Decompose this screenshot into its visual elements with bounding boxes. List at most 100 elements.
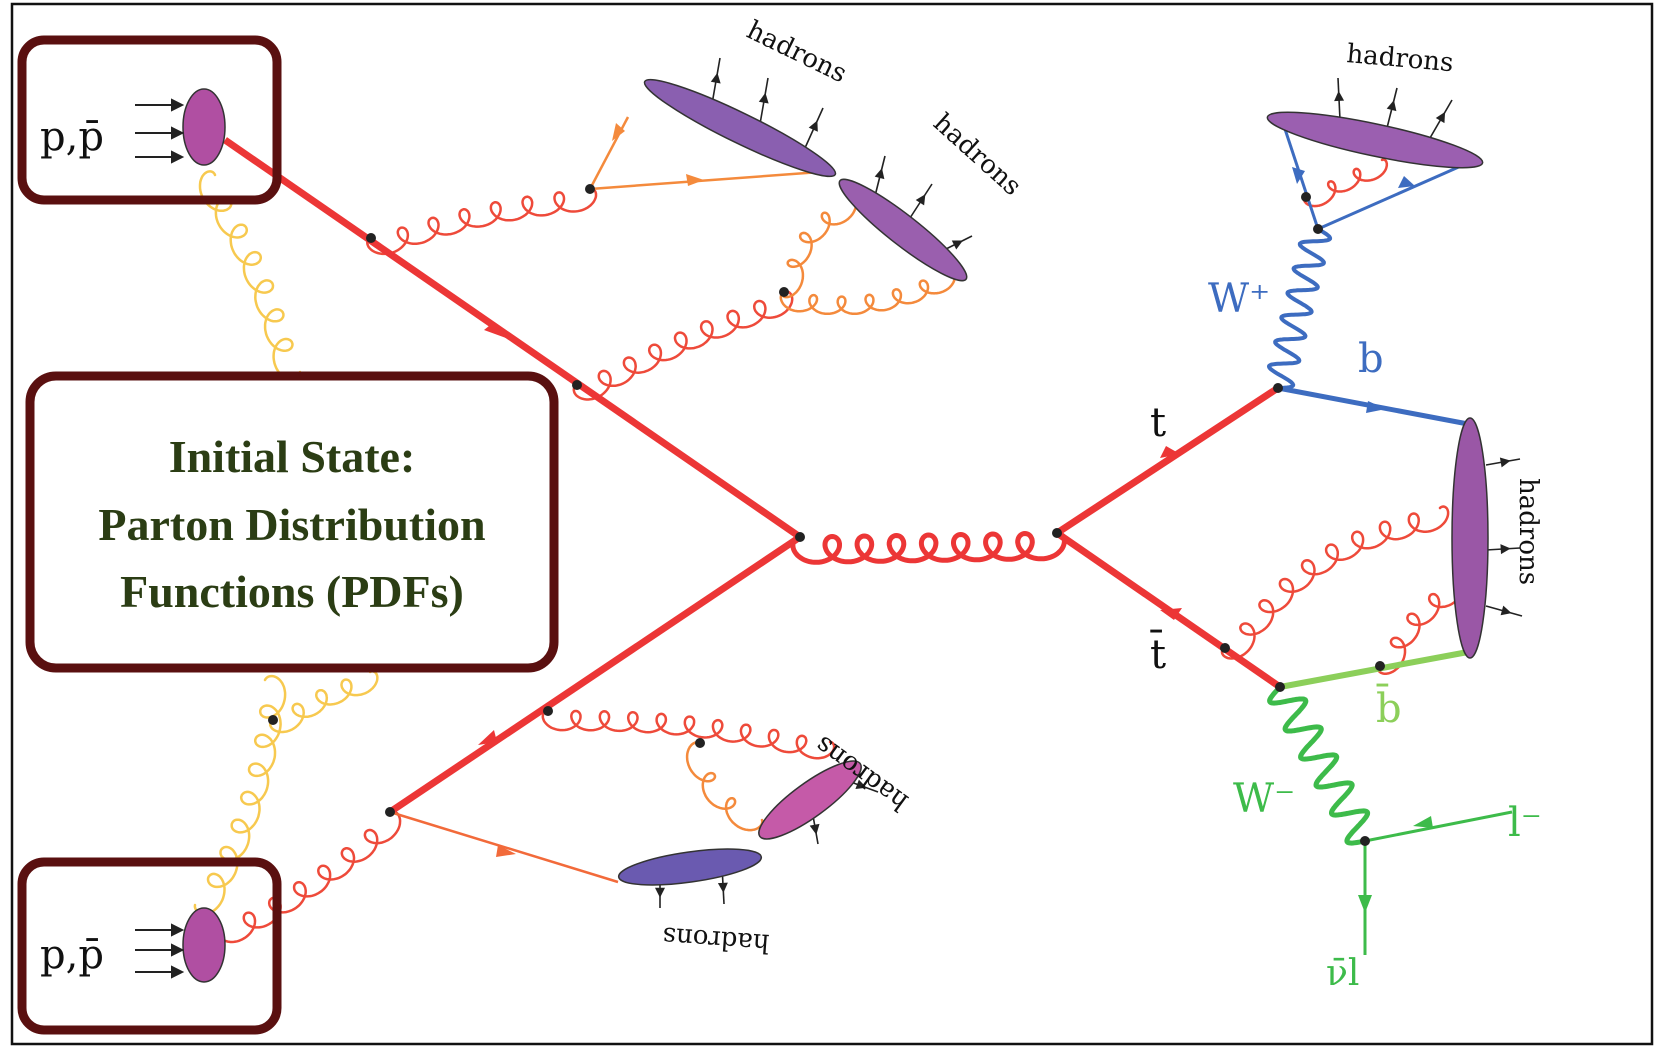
vertex (268, 715, 278, 725)
hadron-blobs (182, 78, 1489, 983)
emit-arrow-head (1386, 100, 1397, 112)
vertex (795, 532, 805, 542)
vertex (1301, 192, 1311, 202)
w-plus-decay-b (1317, 160, 1471, 231)
beam-label-top: p,p̄ (40, 114, 104, 160)
hadron-label-top-right: hadrons (1345, 39, 1454, 78)
initial-state-line2: Parton Distribution (98, 499, 485, 550)
gluon-lines (193, 158, 1465, 944)
hadron-emission-arrows (655, 57, 1523, 908)
quark-to-blob-line (389, 810, 619, 884)
hadron-blob-bottom-a (758, 760, 862, 840)
vertex (585, 184, 595, 194)
vertex (779, 287, 789, 297)
emit-arrow-head (855, 779, 867, 790)
label-neutrino: ν̄l (1326, 953, 1359, 994)
arrow-quark-blob (496, 845, 516, 857)
arrow-neutrino (1358, 895, 1372, 913)
beam-label-bottom: p,p̄ (40, 932, 104, 978)
hadron-label-right: hadrons (1513, 478, 1543, 585)
beam-box-top (17, 35, 282, 205)
arrow-wplus-b (1398, 176, 1415, 188)
incoming-quark-top-line (223, 137, 802, 540)
bbar-quark-line (1279, 649, 1469, 690)
gluon-antitop-b (1377, 576, 1465, 675)
w-plus-boson (1266, 227, 1333, 390)
vertex (1275, 682, 1285, 692)
emit-arrow-head (1499, 457, 1511, 468)
initial-state-line1: Initial State: (169, 431, 416, 482)
label-w-minus: W⁻ (1233, 776, 1295, 822)
hadron-label-top-left-b: hadrons (927, 108, 1027, 202)
vertices (268, 184, 1385, 846)
vertex (1375, 661, 1385, 671)
emit-arrow-head (1435, 111, 1446, 124)
vertex (1052, 528, 1062, 538)
arrow-lepton (1413, 816, 1433, 828)
gluon-bottom-a (216, 810, 402, 944)
vertex (572, 380, 582, 390)
gluon-orange-b (780, 196, 858, 299)
emit-arrow-head (717, 882, 728, 893)
label-lepton: l⁻ (1508, 800, 1542, 846)
orange-fermion-a (588, 116, 630, 190)
gluon-yellow-bottom-b (268, 670, 379, 734)
gluon-top-left-b (572, 290, 794, 401)
vertex (695, 738, 705, 748)
arrow-orange-b (686, 174, 704, 186)
hadron-blob-top-a (643, 78, 837, 178)
hadron-blob-bottom-b (617, 848, 763, 886)
vertex (385, 807, 395, 817)
hadron-label-bottom-b: hadrons (662, 921, 771, 958)
vertex (366, 233, 376, 243)
vertex (1313, 224, 1323, 234)
emit-arrow-head (915, 194, 926, 206)
proton-blob-bottom (182, 907, 226, 983)
hadron-blob-top-right (1266, 111, 1484, 169)
top-quark-line (1055, 385, 1280, 536)
hadron-blob-right (1451, 417, 1489, 659)
outer-frame (10, 2, 1654, 1046)
emit-arrow-head (1500, 544, 1511, 555)
gluon-orange-a (779, 268, 957, 316)
vertex (543, 706, 553, 716)
emit-arrow-head (1334, 90, 1345, 102)
arrow-b (1366, 401, 1386, 413)
emit-arrow-head (655, 887, 665, 898)
gluon-bottom-b (541, 709, 836, 760)
vertex (1220, 643, 1230, 653)
emit-arrow-head (951, 240, 963, 250)
emit-arrow-head (809, 823, 820, 835)
label-bbar-quark: b̄ (1376, 683, 1402, 732)
hadron-label-top-left-a: hadrons (742, 15, 851, 89)
proton-blob-top (182, 88, 226, 166)
w-minus-boson (1267, 684, 1371, 846)
label-w-plus: W⁺ (1208, 276, 1270, 322)
gluon-top-left-a (366, 187, 598, 256)
emit-arrow-head (874, 168, 885, 180)
emit-arrow-head (758, 92, 769, 104)
gluon-yellow-bottom-a (193, 674, 287, 915)
label-top-quark: t (1150, 400, 1166, 446)
gluon-antitop-a (1220, 505, 1450, 660)
vertex (1360, 836, 1370, 846)
arrow-quark-bottom (478, 730, 497, 745)
gluon-wplus (1302, 158, 1389, 208)
label-b-quark: b (1358, 336, 1384, 382)
arrow-antitop (1160, 608, 1182, 620)
gluon-bottom-c (685, 740, 764, 832)
emit-arrow-head (1500, 605, 1512, 616)
beam-box-bottom (17, 857, 282, 1035)
arrow-quark-top (484, 322, 506, 338)
arrow-orange-a (612, 123, 625, 141)
initial-state-line3: Functions (PDFs) (120, 566, 464, 617)
arrow-top (1160, 446, 1180, 458)
initial-state-box (25, 371, 559, 673)
hadron-blob-top-b (838, 178, 968, 282)
lepton-line (1364, 810, 1513, 843)
central-gluon (790, 530, 1067, 565)
beam-arrows (135, 98, 185, 979)
fermion-arrows (478, 123, 1433, 913)
vertex (1273, 383, 1283, 393)
